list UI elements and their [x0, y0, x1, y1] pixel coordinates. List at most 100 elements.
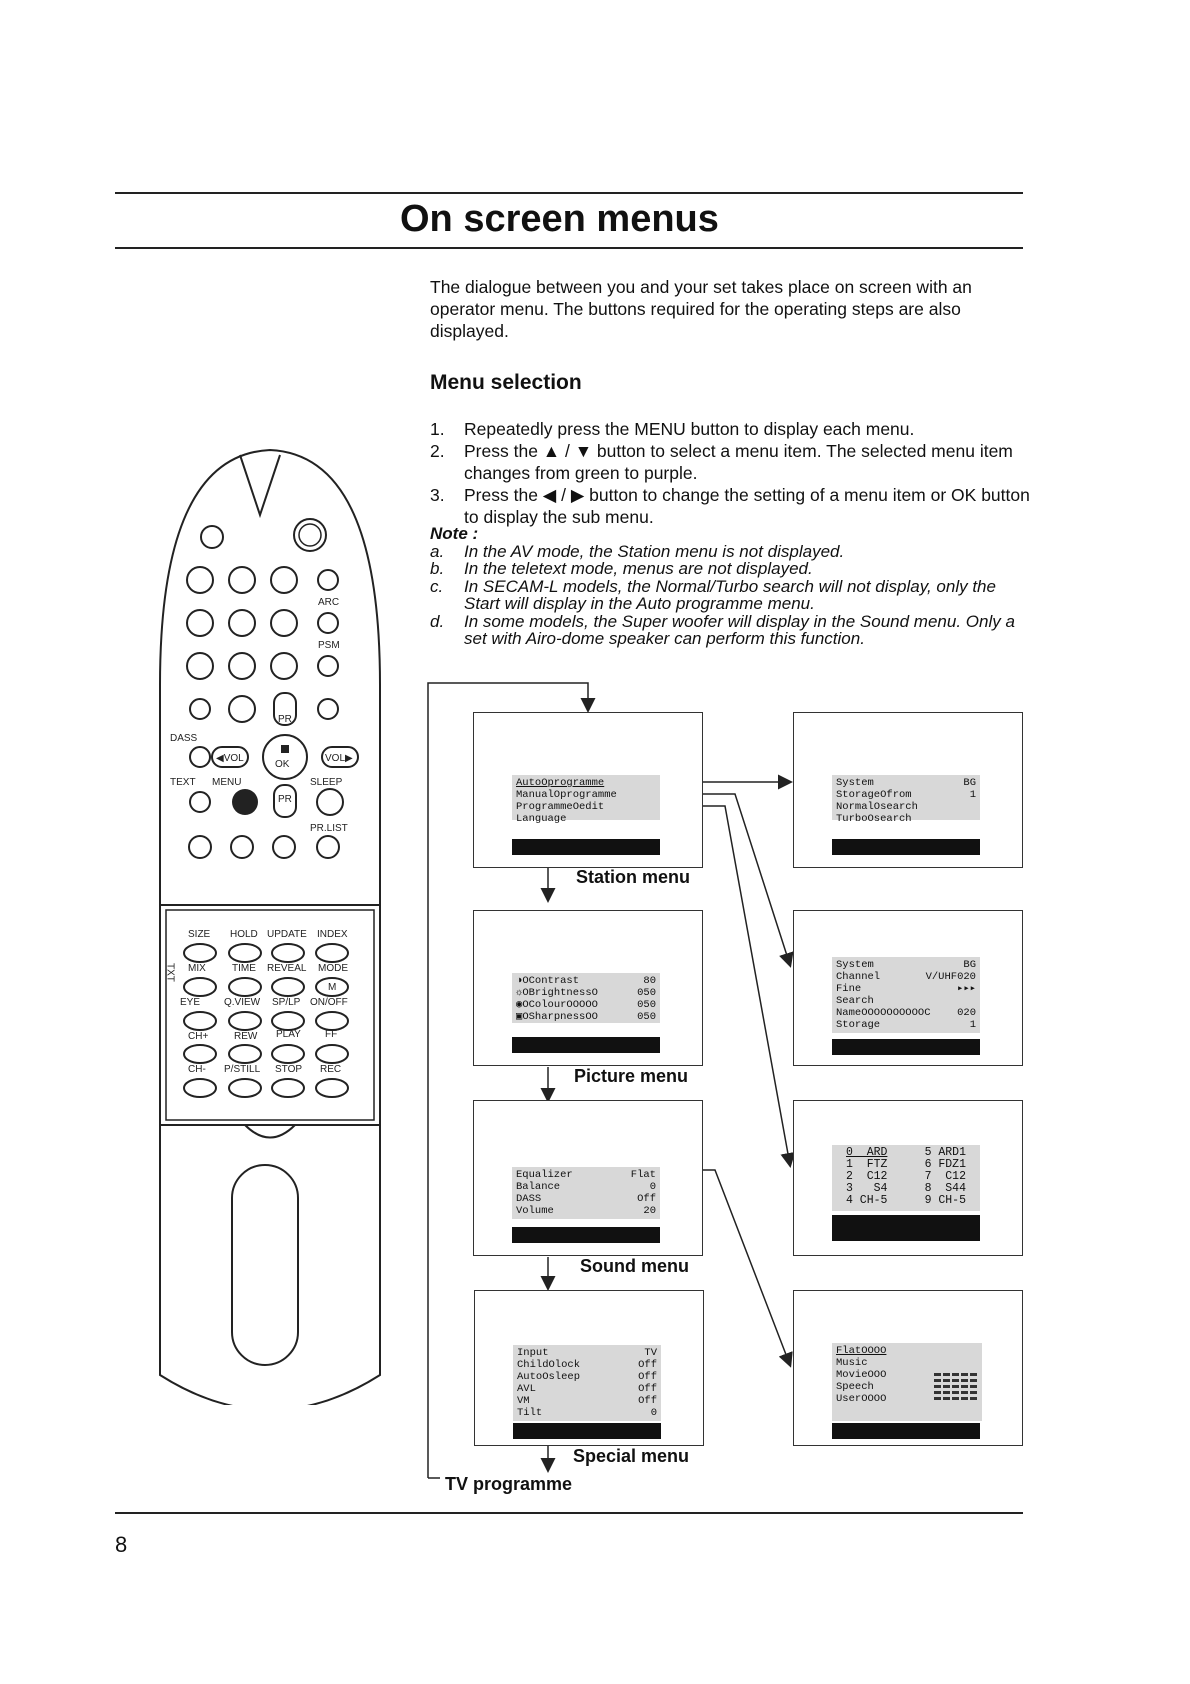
osd-value: 6 FDZ1 — [924, 1158, 966, 1171]
mix-label: MIX — [188, 963, 206, 974]
panel-hinge — [244, 1124, 296, 1139]
step-item: 1. Repeatedly press the MENU button to d… — [430, 418, 1030, 440]
note-item: d. In some models, the Super woofer will… — [430, 611, 1030, 648]
special-menu-caption: Special menu — [573, 1446, 690, 1466]
mode-label: MODE — [318, 963, 348, 974]
osd-label: Input — [517, 1347, 549, 1359]
osd-status-bar — [512, 1037, 660, 1053]
osd-label: Search — [836, 995, 874, 1007]
note-item: a. In the AV mode, the Station menu is n… — [430, 541, 1030, 561]
vol-left-label: ◀VOL — [216, 753, 244, 764]
ok-label: OK — [275, 759, 290, 770]
step-number: 1. — [430, 419, 445, 439]
osd-label: OContrast — [522, 975, 580, 987]
step-number: 2. — [430, 441, 445, 461]
sleep-label: SLEEP — [310, 777, 343, 788]
pr-up-button — [273, 692, 297, 726]
pstill-label: P/STILL — [224, 1064, 261, 1075]
vcr-labels-row-4: CH+ REW PLAY FF — [188, 1029, 337, 1042]
osd-label: OBrightnessO — [522, 987, 598, 999]
osd-value: TV — [644, 1347, 657, 1359]
osd-value: 050 — [637, 999, 656, 1011]
osd-status-bar — [832, 839, 980, 855]
color-keys — [188, 835, 340, 859]
osd-status-bar — [832, 1215, 980, 1241]
vol-right-button — [321, 746, 359, 768]
osd-label: DASS — [516, 1193, 542, 1205]
stop-label: STOP — [275, 1064, 302, 1075]
note-letter: c. — [430, 576, 444, 596]
picture-menu-caption: Picture menu — [574, 1066, 689, 1086]
osd-value: Off — [638, 1359, 657, 1371]
step-text: Press the ▲ / ▼ button to select a menu … — [464, 441, 1013, 483]
osd-label: Equalizer — [516, 1169, 573, 1181]
osd-value: 050 — [637, 987, 656, 999]
osd-row: Input TV — [517, 1347, 657, 1359]
osd-label: Fine — [836, 983, 862, 995]
reveal-label: REVEAL — [267, 963, 307, 974]
osd-value: 1 — [969, 789, 976, 801]
rew-label: REW — [234, 1031, 258, 1042]
note-letter: a. — [430, 541, 445, 561]
dass-label: DASS — [170, 733, 198, 744]
tv-programme-bracket — [427, 682, 596, 1478]
osd-label: VM — [517, 1395, 530, 1407]
osd-row: ChildOlock Off — [517, 1359, 657, 1371]
osd-label: System — [836, 959, 874, 971]
note-text: In SECAM-L models, the Normal/Turbo sear… — [464, 576, 996, 613]
step-number: 3. — [430, 485, 445, 505]
ff-label: FF — [325, 1029, 337, 1040]
psm-label: PSM — [318, 640, 340, 651]
osd-row: Search — [836, 995, 976, 1007]
station-osd: AutoOprogramme ManualOprogramme Programm… — [512, 775, 660, 825]
osd-label: Tilt — [517, 1407, 543, 1419]
intro-paragraph: The dialogue between you and your set ta… — [430, 277, 972, 341]
arc-label: ARC — [318, 597, 339, 608]
osd-label: AutoOsleep — [517, 1371, 581, 1383]
pr-down-button — [273, 784, 297, 818]
osd-status-bar — [513, 1423, 661, 1439]
osd-row: Fine▸▸▸ — [836, 983, 976, 995]
osd-row: FlatOOOO — [836, 1345, 887, 1357]
vcr-labels-row-2: MIX TIME REVEAL MODE — [188, 963, 348, 974]
osd-value: Off — [638, 1371, 657, 1383]
steps-list: 1. Repeatedly press the MENU button to d… — [430, 418, 1030, 528]
remote-control-illustration: ARC PSM PR DASS OK ◀VOL VOL▶ TEXT MENU S… — [159, 448, 381, 1405]
osd-label: AVL — [517, 1383, 536, 1395]
step-text: Repeatedly press the MENU button to disp… — [464, 419, 915, 439]
osd-value: 050 — [637, 1011, 656, 1023]
osd-label: ChildOlock — [517, 1359, 581, 1371]
note-item: c. In SECAM-L models, the Normal/Turbo s… — [430, 576, 1030, 613]
step-item: 2. Press the ▲ / ▼ button to select a me… — [430, 440, 1030, 484]
osd-value: V/UHF020 — [925, 971, 976, 983]
osd-value: 020 — [957, 1007, 976, 1019]
vol-left-button — [211, 746, 249, 768]
mode-mark: M — [328, 982, 336, 993]
equalizer-screen: FlatOOOO Music MovieOOO Speech UserOOOO — [793, 1290, 1023, 1446]
menu-label: MENU — [212, 777, 241, 788]
note-letter: d. — [430, 611, 445, 631]
equalizer-bars — [934, 1373, 977, 1400]
menu-button — [232, 789, 258, 815]
note-item: b. In the teletext mode, menus are not d… — [430, 560, 1030, 578]
osd-row: UserOOOO — [836, 1393, 887, 1405]
battery-window — [231, 1164, 299, 1366]
osd-value: BG — [963, 777, 976, 789]
vol-right-label: VOL▶ — [325, 753, 353, 764]
osd-label: Balance — [516, 1181, 561, 1193]
vcr-labels-row-1: SIZE HOLD UPDATE INDEX — [188, 929, 348, 940]
osd-value: Flat — [630, 1169, 656, 1181]
txt-side-label: TXT — [165, 963, 176, 982]
